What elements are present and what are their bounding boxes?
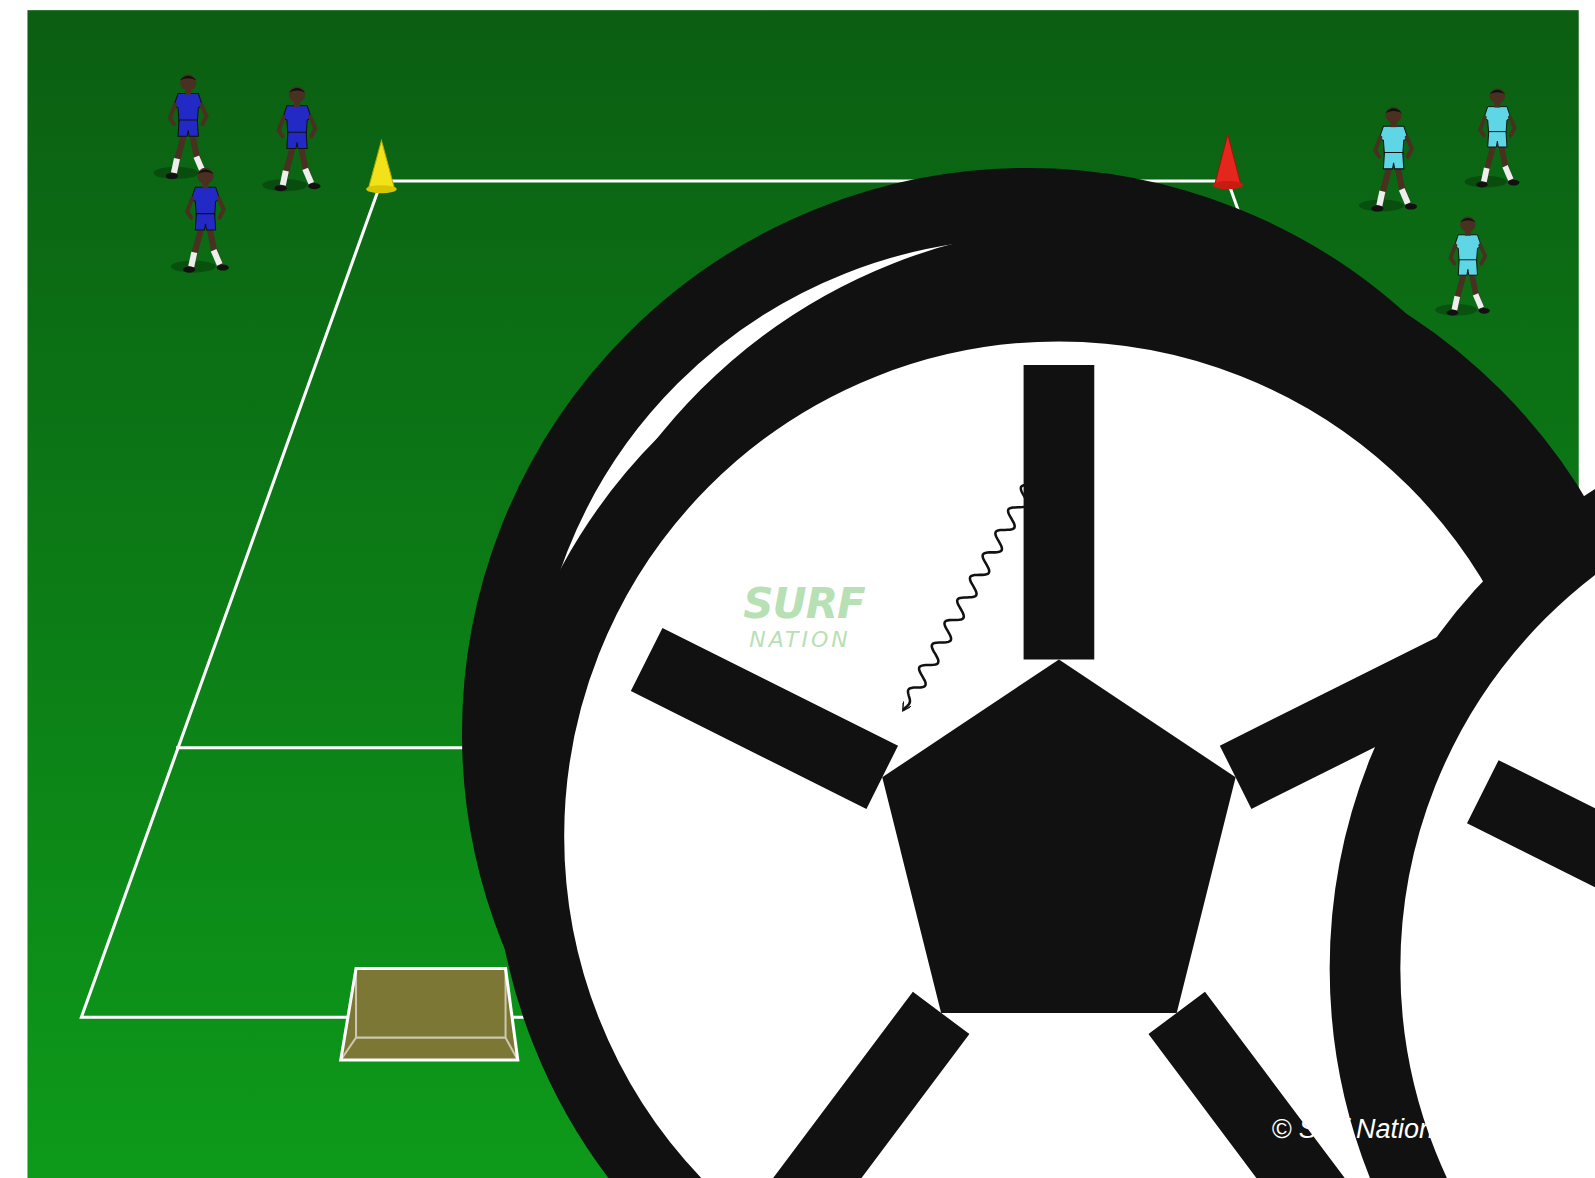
logo-text: SURF bbox=[743, 579, 864, 628]
copyright-note: © Surf Nation FC 2024 bbox=[1271, 1114, 1545, 1145]
soccer-ball bbox=[497, 203, 1595, 1178]
dribble-arrow bbox=[903, 395, 1081, 710]
logo-text: NATION bbox=[749, 627, 851, 652]
